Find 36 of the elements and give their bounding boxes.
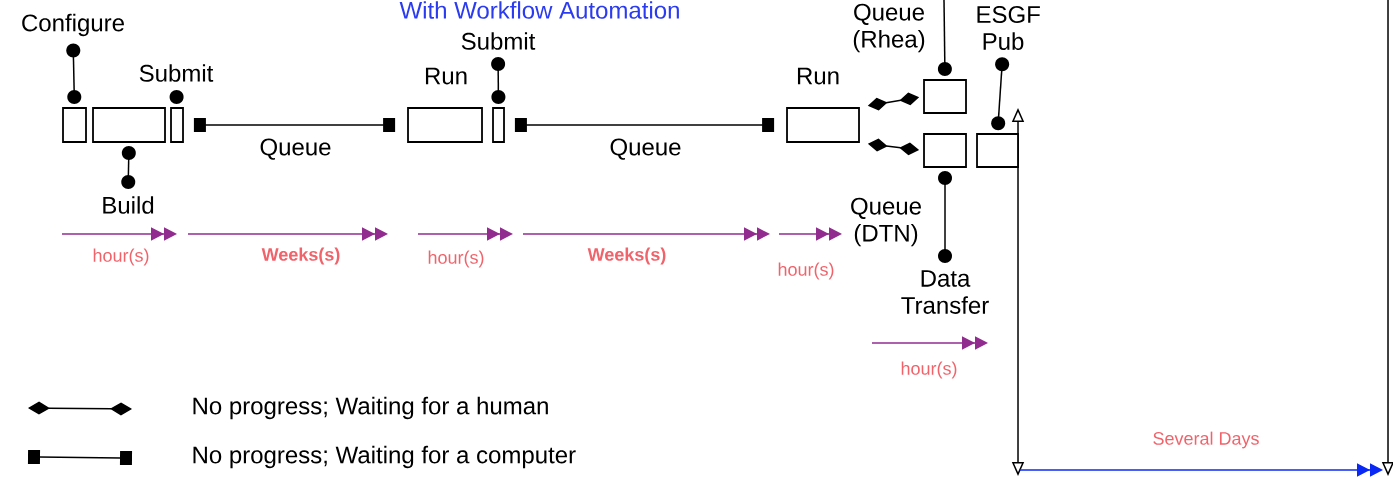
connector xyxy=(991,57,1010,131)
connector xyxy=(66,43,82,105)
edge-label: Queue xyxy=(260,138,331,160)
connector xyxy=(937,0,952,77)
step-label: ESGF Pub xyxy=(977,6,1040,50)
process-box xyxy=(170,107,184,143)
duration-label: Weeks(s) xyxy=(261,247,340,265)
step-label: Run xyxy=(797,67,839,85)
duration-label: hour(s) xyxy=(778,262,834,280)
step-label: Queue (DTN) xyxy=(851,197,921,247)
duration-label: Weeks(s) xyxy=(587,247,666,265)
duration-label: hour(s) xyxy=(428,250,484,268)
connector xyxy=(491,57,506,105)
step-label: Submit xyxy=(139,64,214,82)
step-label: Run xyxy=(425,67,467,85)
connector xyxy=(121,145,136,189)
step-label: Build xyxy=(103,196,154,214)
process-box xyxy=(976,133,1019,168)
step-label: Queue (Rhea) xyxy=(853,3,925,53)
connector xyxy=(514,118,775,132)
process-box xyxy=(92,107,166,143)
legend-text: No progress; Waiting for a human xyxy=(193,396,548,420)
step-label: Data Transfer xyxy=(901,270,989,314)
connector xyxy=(938,170,952,263)
legend-text: No progress; Waiting for a computer xyxy=(193,445,576,469)
title: With Workflow Automation xyxy=(399,1,679,19)
process-box xyxy=(62,107,87,143)
process-box xyxy=(492,107,505,143)
step-label: Configure xyxy=(22,13,124,37)
duration-label: Several Days xyxy=(1153,431,1259,449)
connector xyxy=(169,90,184,105)
connector xyxy=(193,118,396,132)
duration-label: hour(s) xyxy=(901,361,957,379)
duration-label: hour(s) xyxy=(93,248,149,266)
edge-label: Queue xyxy=(610,138,681,160)
step-label: Submit xyxy=(461,32,536,50)
